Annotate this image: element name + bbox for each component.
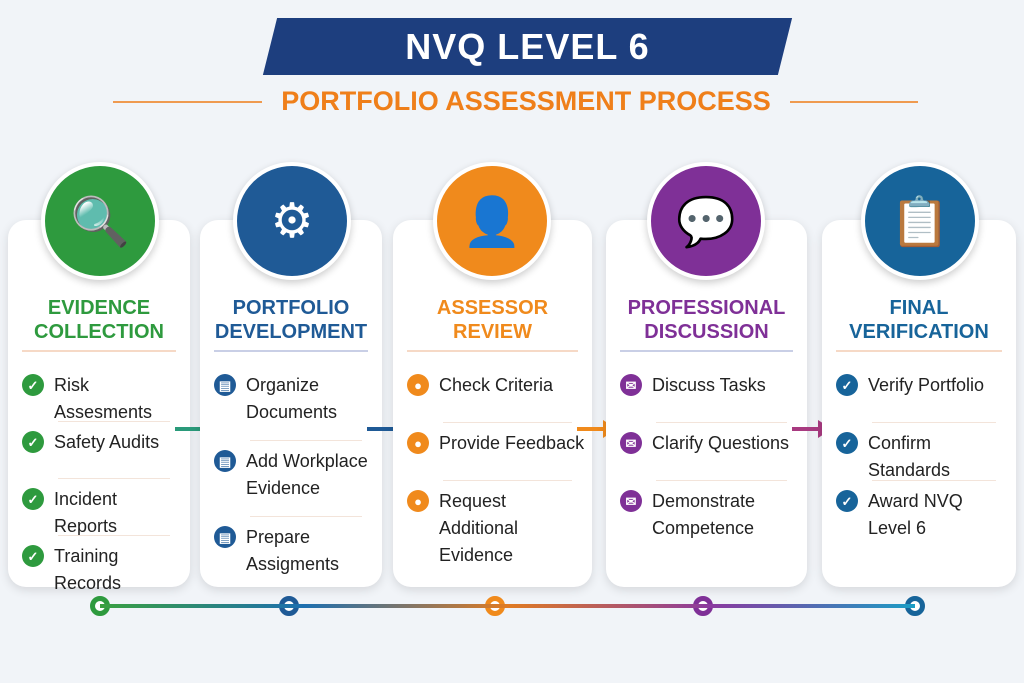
list-item-label: Discuss Tasks (652, 375, 766, 395)
list-item: ✓ Training Records (22, 543, 184, 597)
speech-bubble-icon: ✉ (620, 432, 642, 454)
list-item: ✓ Incident Reports (22, 486, 184, 540)
list-item-label: Add Workplace Evidence (246, 451, 368, 498)
check-circle-icon: ✓ (836, 432, 858, 454)
page-title: NVQ LEVEL 6 (405, 26, 650, 67)
step-title-line: VERIFICATION (849, 321, 989, 343)
orange-circle-icon: ● (407, 432, 429, 454)
list-item: ▤ Add Workplace Evidence (214, 448, 376, 502)
folder-gears-icon: ⚙ (233, 162, 351, 280)
check-circle-icon: ✓ (22, 545, 44, 567)
subtitle-divider-right (790, 101, 918, 103)
list-item-label: Safety Audits (54, 432, 160, 452)
list-item: ✓ Award NVQ Level 6 (836, 488, 1010, 542)
list-item-label: Clarify Questions (652, 433, 790, 453)
title-divider (22, 350, 176, 352)
list-item-label: Check Criteria (439, 375, 554, 395)
list-item: ● Check Criteria (407, 372, 586, 399)
list-item-label: Risk Assesments (54, 375, 153, 422)
clipboard-award-icon: 📋 (861, 162, 979, 280)
list-item-label: Verify Portfolio (868, 375, 985, 395)
title-divider (836, 350, 1002, 352)
list-item-label: Request Additional Evidence (439, 491, 519, 565)
step-title-line: DEVELOPMENT (214, 321, 368, 343)
step-card-4 (606, 220, 807, 587)
check-circle-icon: ✓ (836, 374, 858, 396)
step-card-5 (822, 220, 1016, 587)
document-icon: ▤ (214, 374, 236, 396)
step-title-line: PORTFOLIO (232, 297, 350, 319)
list-item-label: Organize Documents (246, 375, 338, 422)
speech-bubble-icon: ✉ (620, 490, 642, 512)
check-circle-icon: ✓ (22, 374, 44, 396)
people-discussion-icon: 💬 (647, 162, 765, 280)
list-item-label: Training Records (54, 546, 122, 593)
orange-circle-icon: ● (407, 374, 429, 396)
step-title-line: PROFESSIONAL (627, 297, 786, 319)
list-item: ✓ Risk Assesments (22, 372, 184, 426)
step-title-line: REVIEW (453, 321, 532, 343)
step-title-line: ASSESSOR (436, 297, 549, 319)
check-circle-icon: ✓ (22, 431, 44, 453)
title-divider (214, 350, 368, 352)
list-item: ▤ Organize Documents (214, 372, 376, 426)
list-item: ▤ Prepare Assigments (214, 524, 376, 578)
list-item-label: Confirm Standards (868, 433, 951, 480)
item-divider (58, 478, 170, 479)
list-item: ✓ Verify Portfolio (836, 372, 1010, 399)
item-divider (872, 480, 996, 481)
list-item-label: Incident Reports (54, 489, 118, 536)
step-title-line: DISCUSSION (644, 321, 769, 343)
step-card-2 (200, 220, 382, 587)
list-item: ● Request Additional Evidence (407, 488, 586, 569)
check-circle-icon: ✓ (22, 488, 44, 510)
item-divider (656, 422, 787, 423)
list-item-label: Award NVQ Level 6 (868, 491, 963, 538)
title-divider (407, 350, 578, 352)
item-divider (656, 480, 787, 481)
subtitle-divider-left (113, 101, 262, 103)
list-item: ✉ Demonstrate Competence (620, 488, 801, 542)
document-icon: ▤ (214, 450, 236, 472)
list-item-label: Demonstrate Competence (652, 491, 756, 538)
list-item: ✉ Clarify Questions (620, 430, 801, 457)
list-item-label: Prepare Assigments (246, 527, 340, 574)
step-title-line: EVIDENCE (47, 297, 151, 319)
step-title-line: COLLECTION (34, 321, 164, 343)
document-icon: ▤ (214, 526, 236, 548)
step-card-1 (8, 220, 190, 587)
step-card-3 (393, 220, 592, 587)
item-divider (443, 480, 572, 481)
title-divider (620, 350, 793, 352)
item-divider (58, 535, 170, 536)
orange-circle-icon: ● (407, 490, 429, 512)
list-item: ● Provide Feedback (407, 430, 586, 457)
list-item-label: Provide Feedback (439, 433, 585, 453)
list-item: ✓ Safety Audits (22, 429, 184, 456)
item-divider (58, 421, 170, 422)
item-divider (872, 422, 996, 423)
speech-bubble-icon: ✉ (620, 374, 642, 396)
item-divider (443, 422, 572, 423)
document-magnifier-icon: 🔍 (41, 162, 159, 280)
page-subtitle: PORTFOLIO ASSESSMENT PROCESS (281, 86, 771, 116)
item-divider (250, 440, 362, 441)
step-title-line: FINAL (889, 297, 949, 319)
list-item: ✉ Discuss Tasks (620, 372, 801, 399)
timeline (100, 604, 915, 608)
list-item: ✓ Confirm Standards (836, 430, 1010, 484)
check-circle-icon: ✓ (836, 490, 858, 512)
assessor-magnifier-icon: 👤 (433, 162, 551, 280)
item-divider (250, 516, 362, 517)
